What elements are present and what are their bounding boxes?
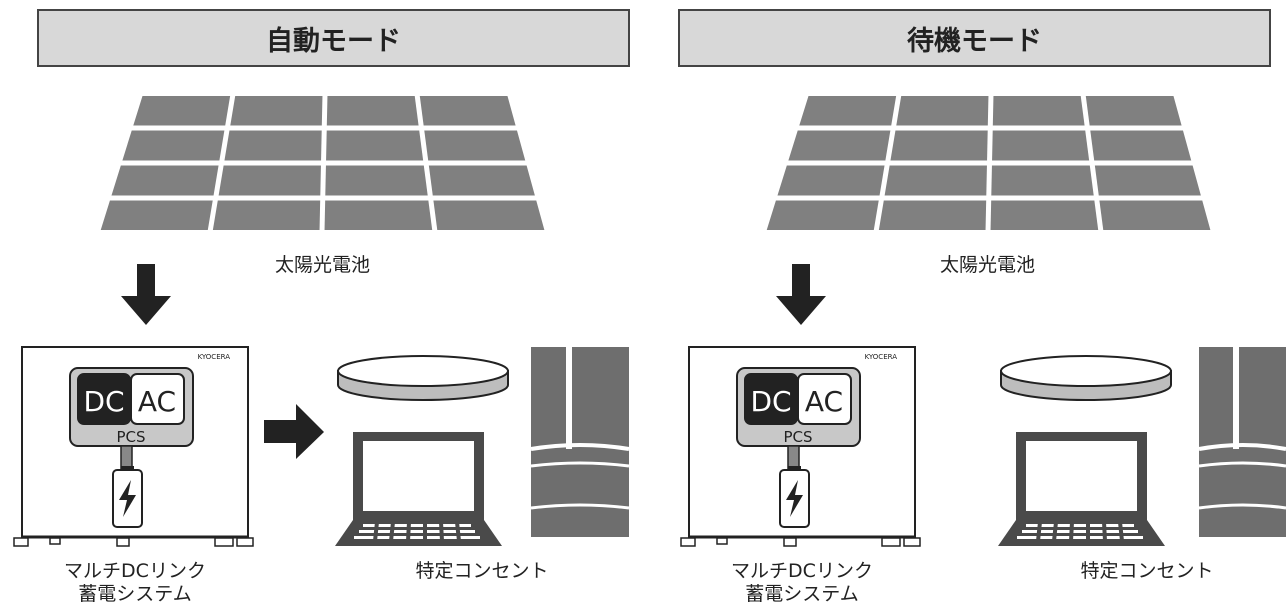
- dc-label: DC: [750, 385, 791, 418]
- solar-label: 太陽光電池: [939, 254, 1035, 276]
- ceiling-lamp-icon: [337, 355, 509, 401]
- ac-label: AC: [138, 385, 176, 418]
- brand-logo: KYOCERA: [865, 353, 898, 361]
- system-label: マルチDCリンク 蓄電システム: [707, 560, 897, 606]
- system-label: マルチDCリンク 蓄電システム: [40, 560, 230, 606]
- pcs-text-layer: DC AC PCS KYOCERA: [750, 353, 898, 446]
- pcs-text-layer: DC AC PCS KYOCERA: [83, 353, 231, 446]
- arrow-right-icon: [264, 404, 324, 459]
- system-label-line2: 蓄電システム: [745, 583, 859, 605]
- pcs-label: PCS: [783, 428, 812, 446]
- storage-system-icon: [680, 346, 921, 547]
- pcs-label: PCS: [116, 428, 145, 446]
- solar-panel-icon: [95, 92, 550, 234]
- auto-mode-panel: 自動モード 太陽光電池: [0, 0, 643, 608]
- solar-label: 太陽光電池: [274, 254, 370, 276]
- dc-label: DC: [83, 385, 124, 418]
- arrow-down-icon: [121, 264, 171, 325]
- solar-panel-icon: [761, 92, 1216, 234]
- laptop-icon: [998, 432, 1165, 546]
- arrow-down-icon: [776, 264, 826, 325]
- brand-logo: KYOCERA: [198, 353, 231, 361]
- mode-title: 自動モード: [37, 9, 630, 67]
- refrigerator-icon: [530, 347, 630, 537]
- mode-title: 待機モード: [678, 9, 1271, 67]
- load-label: 特定コンセント: [415, 560, 549, 582]
- storage-system-icon: [13, 346, 254, 547]
- system-label-line1: マルチDCリンク: [64, 560, 206, 582]
- ac-label: AC: [805, 385, 843, 418]
- ceiling-lamp-icon: [1000, 355, 1172, 401]
- load-label: 特定コンセント: [1080, 560, 1214, 582]
- system-label-line1: マルチDCリンク: [731, 560, 873, 582]
- system-label-line2: 蓄電システム: [78, 583, 192, 605]
- laptop-icon: [335, 432, 502, 546]
- refrigerator-icon: [1198, 347, 1287, 537]
- standby-mode-panel: 待機モード 太陽光電池 DC AC: [643, 0, 1287, 608]
